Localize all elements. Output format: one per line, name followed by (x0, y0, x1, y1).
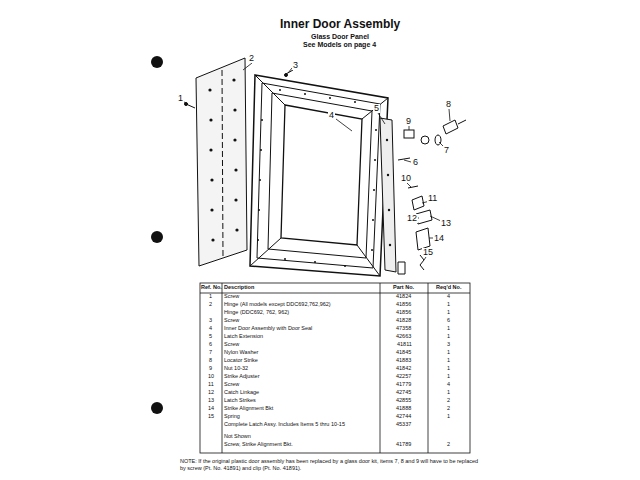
table-cell: Locator Strike (224, 358, 258, 364)
table-cell: Hinge (All models except DDC692,762,962) (224, 302, 331, 308)
callout-number: 6 (412, 158, 419, 167)
table-header: Description (224, 285, 254, 291)
table-cell: 8 (209, 358, 212, 364)
table-cell: 2 (447, 406, 450, 412)
table-cell: 14 (208, 406, 214, 412)
subtitle: See Models on page 4 (303, 41, 376, 48)
table-cell: 2 (209, 302, 212, 308)
table-cell: 4 (447, 382, 450, 388)
table-cell: 42257 (396, 374, 411, 380)
table-cell: 42744 (396, 414, 411, 420)
subtitle: Glass Door Panel (311, 33, 369, 40)
table-cell: Nut 10-32 (224, 366, 248, 372)
table-cell: 7 (209, 350, 212, 356)
table-cell: 1 (447, 374, 450, 380)
table-cell: 41779 (396, 382, 411, 388)
table-cell: Inner Door Assembly with Door Seal (224, 326, 312, 332)
table-cell: 41828 (396, 318, 411, 324)
callout-number: 10 (400, 174, 412, 183)
table-cell: 41811 (397, 342, 412, 348)
table-cell: 1 (447, 302, 450, 308)
callout-number: 3 (292, 61, 299, 70)
table-cell: Strike Adjuster (224, 374, 259, 380)
parts-table-grid (200, 283, 470, 453)
table-cell: 2 (447, 442, 450, 448)
callout-number: 2 (248, 54, 255, 63)
table-cell: 47358 (396, 326, 411, 332)
table-cell: 1 (447, 350, 450, 356)
table-cell: 13 (208, 398, 214, 404)
table-cell: 41883 (396, 358, 411, 364)
callout-number: 11 (427, 194, 438, 203)
table-cell: 41824 (396, 294, 411, 300)
table-cell: 1 (447, 310, 450, 316)
table-cell: 15 (208, 414, 214, 420)
table-cell: Screw (224, 294, 239, 300)
table-cell: 4 (209, 326, 212, 332)
footnote: NOTE: If the original plastic door assem… (180, 458, 480, 472)
table-cell: Hinge (DDC692, 762, 962) (224, 310, 289, 316)
table-cell: 42663 (396, 334, 411, 340)
table-cell: 1 (447, 366, 450, 372)
callout-number: 15 (422, 248, 434, 257)
table-cell: 1 (447, 358, 450, 364)
table-cell: 1 (447, 326, 450, 332)
table-cell: 41842 (396, 366, 411, 372)
table-cell: 6 (447, 318, 450, 324)
table-header: Ref. No. (201, 285, 222, 291)
table-cell: 41789 (396, 442, 411, 448)
table-cell: 2 (447, 398, 450, 404)
table-cell: Latch Extension (224, 334, 263, 340)
callout-number: 9 (405, 117, 412, 126)
table-cell: 6 (209, 342, 212, 348)
callout-number: 8 (445, 100, 452, 109)
table-cell: 41856 (396, 310, 411, 316)
table-cell: Screw (224, 382, 239, 388)
table-header: Req'd No. (436, 285, 461, 291)
table-cell: 41888 (396, 406, 411, 412)
callout-number: 12 (406, 214, 418, 223)
binder-holes (151, 56, 163, 414)
table-cell: Latch Strikes (224, 398, 256, 404)
table-cell: 1 (209, 294, 212, 300)
callout-number: 1 (177, 94, 184, 103)
table-cell: 9 (209, 366, 212, 372)
table-cell: Strike Alignment Bkt (224, 406, 273, 412)
table-cell: 3 (209, 318, 212, 324)
table-cell: 42855 (396, 398, 411, 404)
table-cell: Complete Latch Assy. Includes Items 5 th… (224, 422, 345, 428)
table-cell: 1 (447, 414, 450, 420)
table-cell: 42745 (396, 390, 411, 396)
table-cell: 1 (447, 334, 450, 340)
table-cell: 45337 (396, 422, 411, 428)
callout-number: 13 (440, 219, 452, 228)
table-cell: 4 (447, 294, 450, 300)
callout-number: 14 (433, 234, 445, 243)
table-cell: Screw (224, 318, 239, 324)
table-cell: 10 (208, 374, 214, 380)
table-header: Part No. (393, 285, 414, 291)
table-cell: 41845 (396, 350, 411, 356)
leader-lines (184, 63, 450, 260)
diagram-title: Inner Door Assembly (280, 18, 400, 30)
table-cell: 11 (208, 382, 214, 388)
table-cell: Nylon Washer (224, 350, 258, 356)
table-cell: 41856 (396, 302, 411, 308)
door-drawing (185, 58, 467, 276)
table-cell: Catch Linkage (224, 390, 259, 396)
table-cell: 3 (447, 342, 450, 348)
table-cell: 12 (208, 390, 214, 396)
table-cell: 5 (209, 334, 212, 340)
callout-number: 4 (328, 111, 335, 120)
callout-number: 7 (443, 146, 450, 155)
table-cell: 1 (447, 390, 450, 396)
table-cell: Screw, Strike Alignment Bkt. (224, 442, 293, 448)
table-cell: Not Shown (224, 434, 251, 440)
table-cell: Spring (224, 414, 240, 420)
table-cell: Screw (224, 342, 239, 348)
callout-number: 5 (373, 104, 380, 113)
